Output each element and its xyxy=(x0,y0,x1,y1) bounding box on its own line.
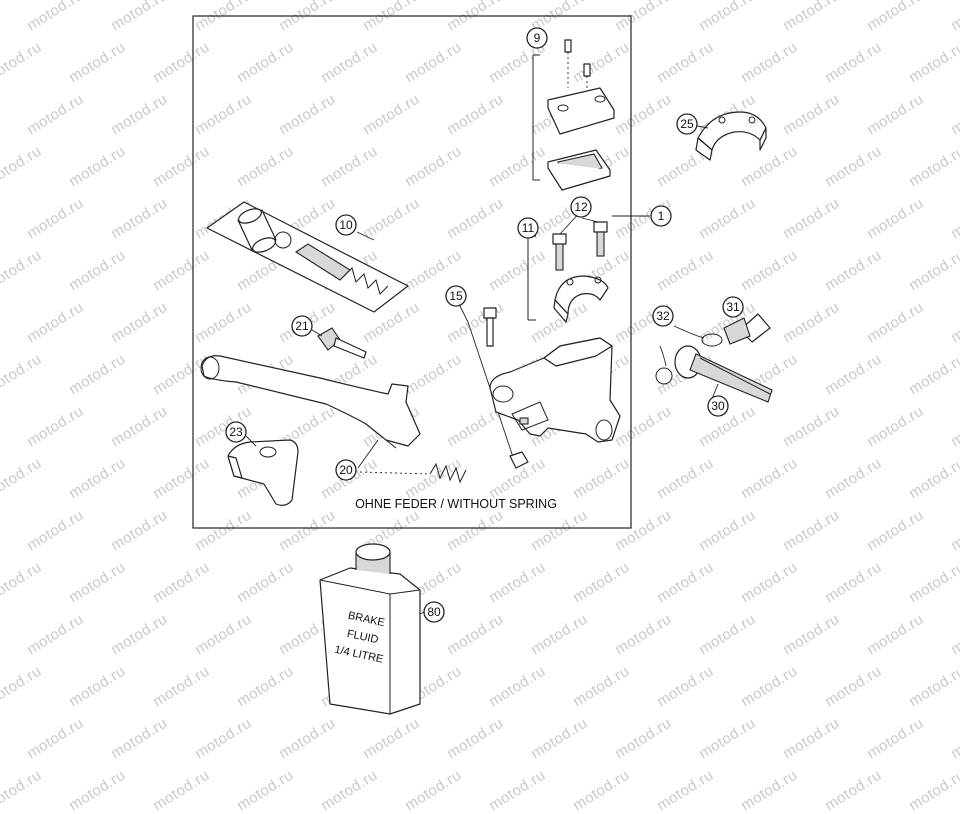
watermark-text: motod.ru xyxy=(612,714,675,763)
watermark-text: motod.ru xyxy=(444,714,507,763)
master-cylinder-body xyxy=(489,337,621,443)
part-23-lever-holder xyxy=(227,439,299,506)
svg-text:15: 15 xyxy=(449,289,463,303)
svg-text:30: 30 xyxy=(711,399,725,413)
svg-text:32: 32 xyxy=(656,309,670,323)
watermark-text: motod.ru xyxy=(108,714,171,763)
callout-23: 23 xyxy=(225,421,247,443)
caption-without-spring: OHNE FEDER / WITHOUT SPRING xyxy=(355,497,557,511)
part-20-lever xyxy=(200,355,467,484)
part-21-adjuster xyxy=(317,327,367,359)
part-25-clamp xyxy=(695,111,767,161)
callout-12: 12 xyxy=(570,196,592,218)
watermark-text: motod.ru xyxy=(654,766,717,814)
assembly-frame xyxy=(192,15,632,529)
part-80-brake-fluid-bottle xyxy=(319,543,421,715)
watermark-text: motod.ru xyxy=(0,714,3,763)
svg-text:25: 25 xyxy=(680,117,694,131)
callout-30: 30 xyxy=(707,395,729,417)
watermark-text: motod.ru xyxy=(696,714,759,763)
svg-text:21: 21 xyxy=(295,319,309,333)
parts-diagram: 9 25 10 12 11 1 15 32 31 21 30 23 xyxy=(192,15,773,715)
svg-text:31: 31 xyxy=(726,300,740,314)
watermark-text: motod.ru xyxy=(738,766,801,814)
watermark-text: motod.ru xyxy=(192,714,255,763)
watermark-text: motod.ru xyxy=(276,714,339,763)
callout-20: 20 xyxy=(335,459,357,481)
callout-31: 31 xyxy=(722,296,744,318)
callout-10: 10 xyxy=(335,214,357,236)
svg-text:1: 1 xyxy=(658,209,665,223)
watermark-text: motod.ru xyxy=(486,766,549,814)
svg-text:23: 23 xyxy=(229,425,243,439)
callout-21: 21 xyxy=(291,315,313,337)
part-11-12-clamp-bolts xyxy=(527,221,609,323)
svg-text:10: 10 xyxy=(339,218,353,232)
watermark-text: motod.ru xyxy=(360,714,423,763)
watermark-text: motod.ru xyxy=(234,766,297,814)
watermark-text: motod.ru xyxy=(822,766,885,814)
callout-80: 80 xyxy=(423,601,445,623)
part-15-pivot-bolt xyxy=(457,301,529,469)
watermark-text: motod.ru xyxy=(528,714,591,763)
part-10-piston-kit xyxy=(206,201,409,313)
leader-lines xyxy=(245,125,719,615)
callout-15: 15 xyxy=(445,285,467,307)
svg-text:20: 20 xyxy=(339,463,353,477)
watermark-text: motod.ru xyxy=(948,714,960,763)
svg-text:9: 9 xyxy=(534,31,541,45)
callout-11: 11 xyxy=(517,217,539,239)
svg-text:80: 80 xyxy=(427,605,441,619)
callout-1: 1 xyxy=(650,205,672,227)
watermark-text: motod.ru xyxy=(906,766,960,814)
watermark-text: motod.ru xyxy=(66,766,129,814)
part-30-31-32-brake-hose xyxy=(655,313,773,403)
watermark-text: motod.ru xyxy=(150,766,213,814)
part-9-reservoir-cover xyxy=(532,39,615,191)
watermark-text: motod.ru xyxy=(402,766,465,814)
callout-9: 9 xyxy=(526,27,548,49)
callout-32: 32 xyxy=(652,305,674,327)
callout-25: 25 xyxy=(676,113,698,135)
watermark-text: motod.ru xyxy=(570,766,633,814)
watermark-text: motod.ru xyxy=(780,714,843,763)
watermark-text: motod.ru xyxy=(24,714,87,763)
watermark-text: motod.ru xyxy=(318,766,381,814)
svg-text:11: 11 xyxy=(522,221,535,235)
watermark-text: motod.ru xyxy=(864,714,927,763)
watermark-text: motod.ru xyxy=(0,766,45,814)
svg-text:12: 12 xyxy=(574,200,588,214)
